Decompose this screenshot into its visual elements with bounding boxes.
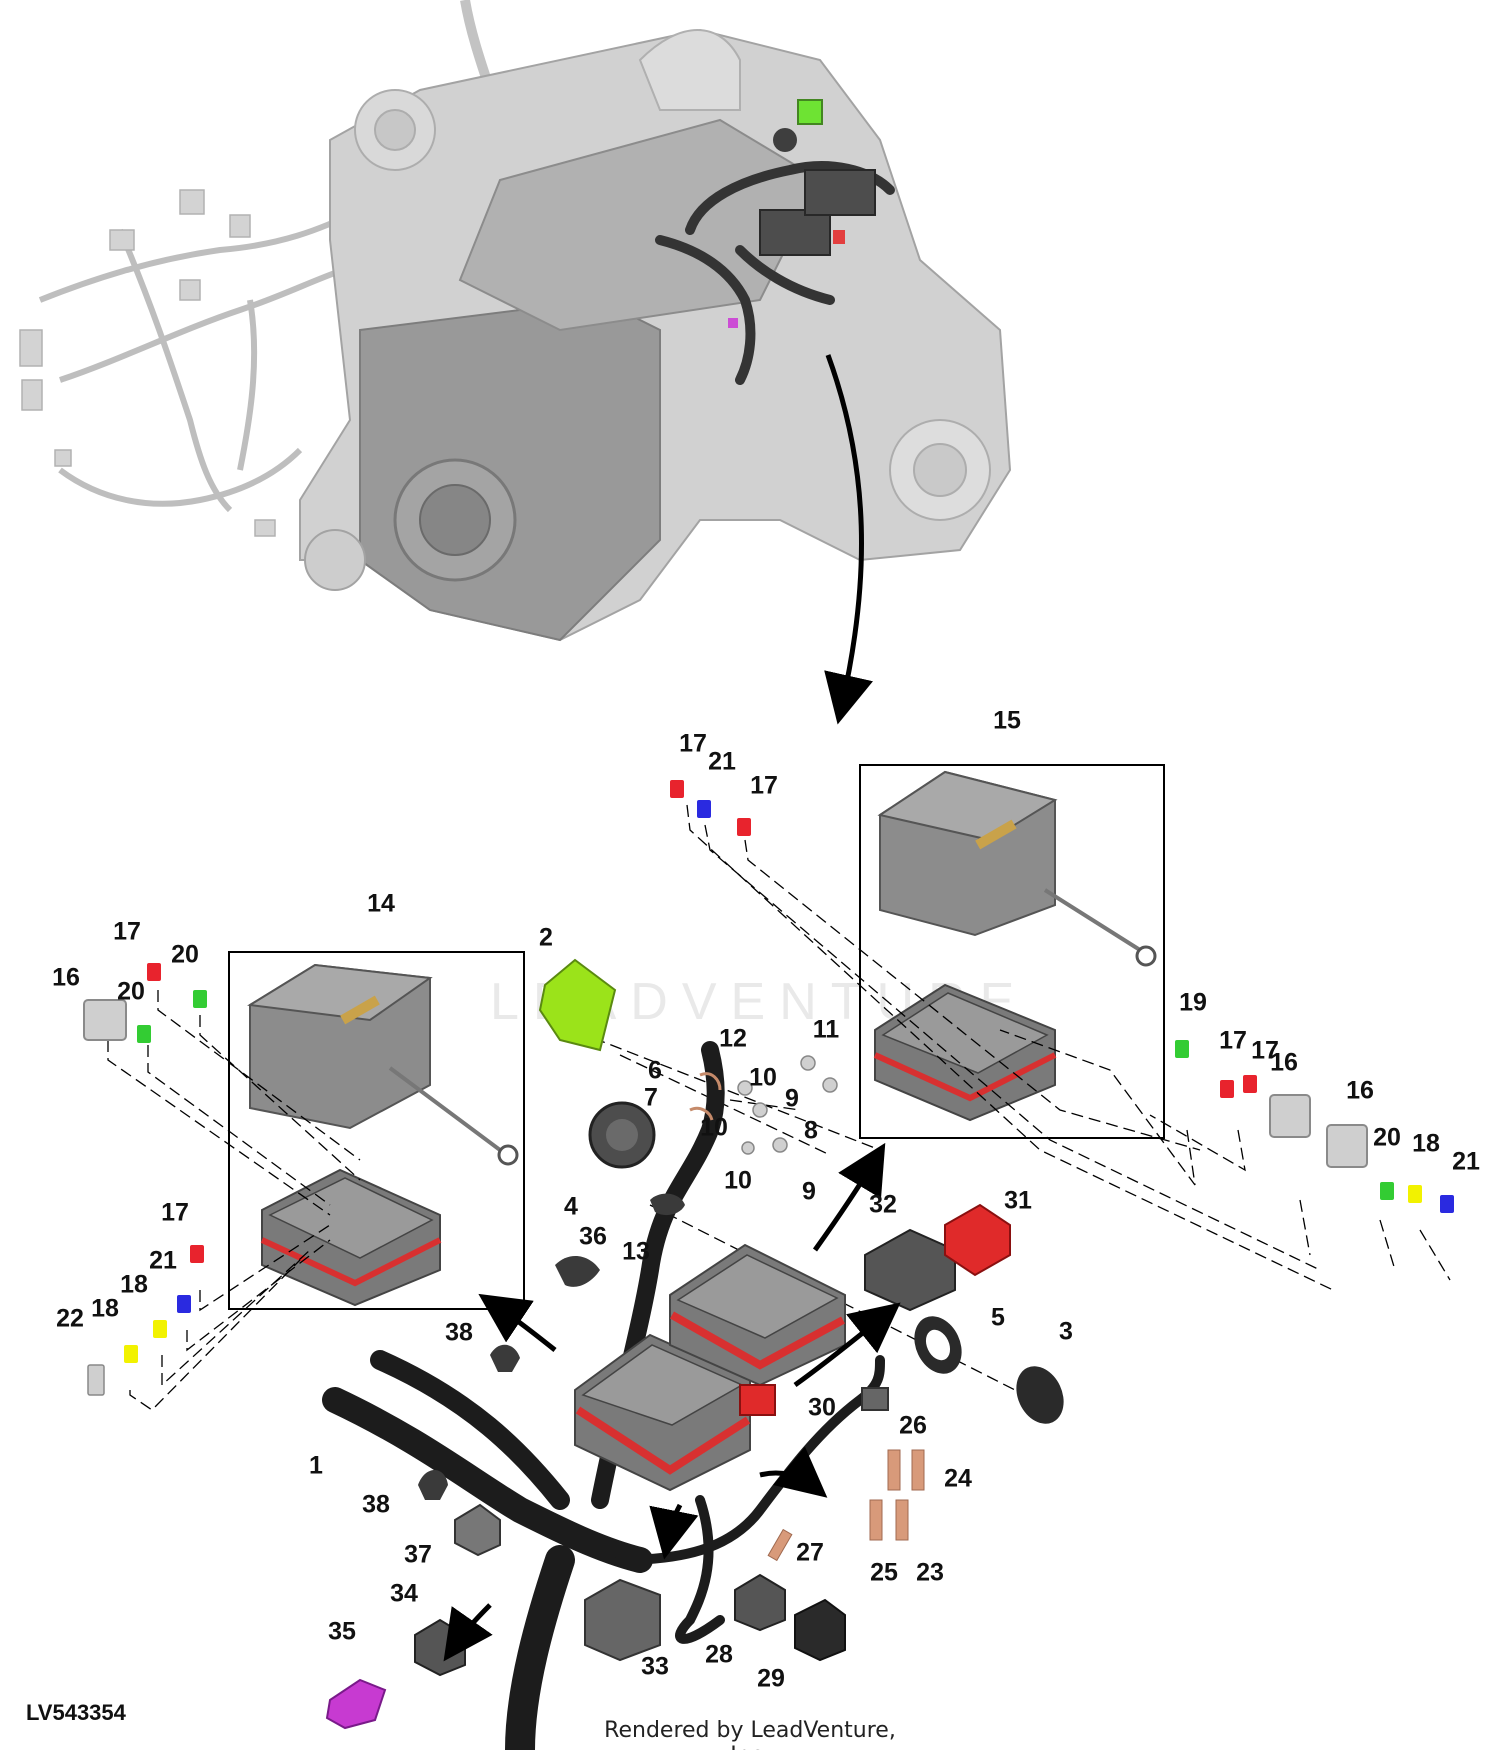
callout-16: 16: [52, 963, 80, 992]
callout-10: 10: [724, 1166, 752, 1195]
callout-6: 6: [648, 1056, 662, 1085]
harness-connectors: [325, 958, 1064, 1730]
callout-32: 32: [869, 1190, 897, 1219]
callout-14: 14: [367, 889, 395, 918]
callout-17: 17: [1219, 1026, 1247, 1055]
callout-10: 10: [700, 1113, 728, 1142]
transmission-overview: [19, 0, 1012, 642]
callout-35: 35: [328, 1617, 356, 1646]
callout-17: 17: [113, 917, 141, 946]
callout-38: 38: [445, 1318, 473, 1347]
callout-21: 21: [1452, 1147, 1480, 1176]
callout-17: 17: [1251, 1036, 1279, 1065]
callout-19: 19: [1179, 988, 1207, 1017]
callout-29: 29: [757, 1664, 785, 1693]
callout-25: 25: [870, 1558, 898, 1587]
callout-20: 20: [117, 977, 145, 1006]
callout-18: 18: [1412, 1129, 1440, 1158]
callout-18: 18: [120, 1270, 148, 1299]
callout-2: 2: [539, 923, 553, 952]
callout-10: 10: [749, 1063, 777, 1092]
callout-38: 38: [362, 1490, 390, 1519]
callout-36: 36: [579, 1222, 607, 1251]
fuse-relay-box-15: [859, 764, 1165, 1139]
callout-23: 23: [916, 1558, 944, 1587]
callout-37: 37: [404, 1540, 432, 1569]
callout-26: 26: [899, 1411, 927, 1440]
render-credit: Rendered by LeadVenture, Inc.: [604, 1718, 896, 1750]
callout-8: 8: [804, 1116, 818, 1145]
callout-16: 16: [1346, 1076, 1374, 1105]
fuse-relay-box-14: [228, 951, 525, 1310]
fuse-icons: [83, 780, 1454, 1396]
callout-11: 11: [812, 1015, 840, 1044]
callout-17: 17: [679, 729, 707, 758]
callout-33: 33: [641, 1652, 669, 1681]
callout-20: 20: [1373, 1123, 1401, 1152]
callout-3: 3: [1059, 1317, 1073, 1346]
callout-1: 1: [309, 1451, 323, 1480]
callout-20: 20: [171, 940, 199, 969]
callout-7: 7: [644, 1083, 658, 1112]
callout-15: 15: [993, 706, 1021, 735]
callout-9: 9: [802, 1177, 816, 1206]
callout-12: 12: [719, 1024, 747, 1053]
callout-17: 17: [161, 1198, 189, 1227]
callout-4: 4: [564, 1192, 578, 1221]
callout-31: 31: [1004, 1186, 1032, 1215]
callout-21: 21: [708, 747, 736, 776]
callout-24: 24: [944, 1464, 972, 1493]
callout-18: 18: [91, 1294, 119, 1323]
callout-9: 9: [785, 1084, 799, 1113]
figure-id: LV543354: [26, 1700, 126, 1725]
callout-17: 17: [750, 771, 778, 800]
callout-30: 30: [808, 1393, 836, 1422]
callout-27: 27: [796, 1538, 824, 1567]
callout-21: 21: [149, 1246, 177, 1275]
callout-5: 5: [991, 1303, 1005, 1332]
callout-13: 13: [622, 1237, 650, 1266]
callout-16: 16: [1270, 1048, 1298, 1077]
callout-28: 28: [705, 1640, 733, 1669]
callout-34: 34: [390, 1579, 418, 1608]
callout-22: 22: [56, 1304, 84, 1333]
